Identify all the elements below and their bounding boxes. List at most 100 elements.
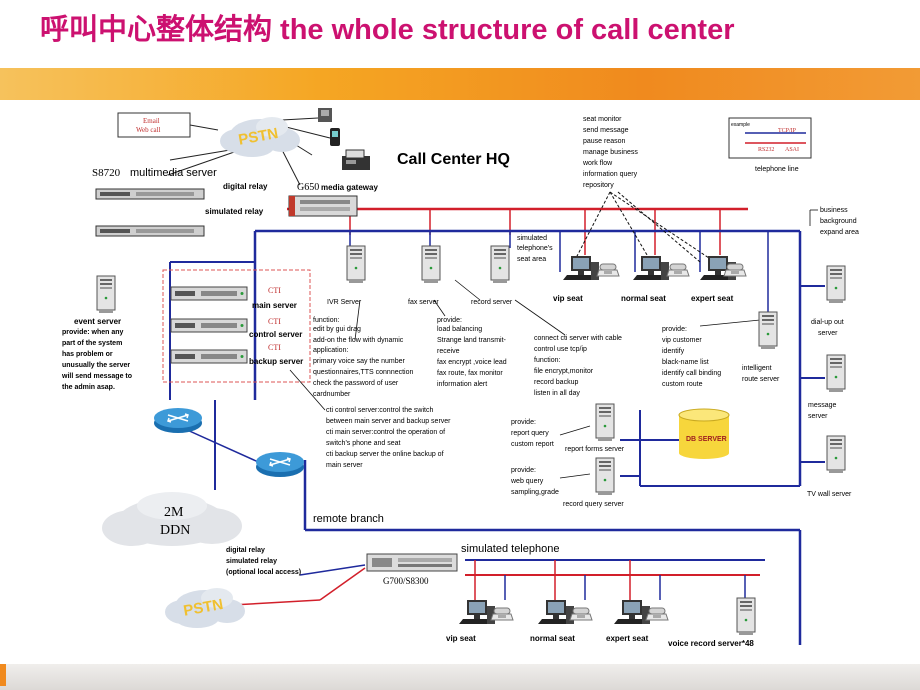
svg-text:vip seat: vip seat	[446, 634, 476, 643]
svg-text:custom route: custom route	[662, 381, 703, 388]
svg-text:listen in all day: listen in all day	[534, 390, 580, 397]
cti-main-server: CTI main server	[170, 286, 297, 310]
svg-text:information query: information query	[583, 171, 638, 178]
svg-text:repository: repository	[583, 182, 614, 189]
web-desc: provide: web query sampling,grade	[510, 467, 559, 496]
route-desc: provide: vip customer identify black-nam…	[662, 326, 721, 388]
svg-text:CTI: CTI	[268, 317, 281, 326]
intelligent-route-server-label: intelligent route server	[742, 365, 780, 383]
page-title: 呼叫中心整体结构 the whole structure of call cen…	[40, 14, 735, 46]
network-lines	[164, 117, 825, 645]
expert-seat-hq: expert seat	[691, 256, 747, 303]
svg-text:questionnaires,TTS connnection: questionnaires,TTS connnection	[313, 369, 413, 376]
svg-text:will send message to: will send message to	[61, 373, 132, 380]
dialup-server-label: dial-up out server	[811, 319, 844, 337]
branch-relay-label: digital relay simulated relay (optional …	[226, 547, 301, 576]
report-desc: provide: report query custom report	[511, 419, 554, 448]
telephone-line-label: telephone line	[755, 166, 799, 173]
fax-machine-icon	[342, 149, 370, 170]
footer-bar	[0, 664, 920, 690]
svg-text:server: server	[808, 413, 828, 420]
g650-label: G650	[297, 182, 319, 193]
g650-gateway-icon	[288, 195, 358, 217]
svg-text:main server: main server	[326, 462, 363, 469]
simulated-seat-area-label: simulated telephone's seat area	[517, 235, 553, 263]
g700-label: G700/S8300	[383, 576, 429, 586]
svg-text:TCP/IP: TCP/IP	[778, 128, 797, 134]
svg-text:vip customer: vip customer	[662, 337, 702, 344]
svg-text:intelligent: intelligent	[742, 365, 772, 372]
message-server-label: message server	[808, 402, 837, 420]
svg-text:record backup: record backup	[534, 379, 578, 386]
simulated-relay-label: simulated relay	[205, 207, 264, 216]
svg-text:unusually the server: unusually the server	[62, 362, 130, 369]
svg-text:black-name list: black-name list	[662, 359, 709, 366]
svg-text:digital relay: digital relay	[226, 547, 265, 554]
svg-text:PSTN: PSTN	[182, 596, 224, 620]
svg-text:cardnumber: cardnumber	[313, 391, 351, 398]
phone-device-icon	[318, 108, 332, 122]
svg-text:server: server	[818, 330, 838, 337]
svg-text:expert seat: expert seat	[606, 634, 649, 643]
svg-text:check the password of user: check the password of user	[313, 380, 399, 387]
voice-record-server-label: voice record server*48	[668, 639, 754, 648]
footer-accent	[0, 664, 6, 686]
svg-text:provide:: provide:	[511, 467, 536, 474]
svg-text:seat monitor: seat monitor	[583, 116, 622, 123]
svg-text:telephone's: telephone's	[517, 245, 553, 252]
svg-text:load balancing: load balancing	[437, 326, 482, 333]
s8720-label: S8720	[92, 167, 121, 179]
svg-text:function:: function:	[534, 357, 561, 364]
router-branch-icon	[255, 451, 305, 478]
connect-desc: connect cti server with cable control us…	[534, 335, 622, 397]
svg-text:manage business: manage business	[583, 149, 638, 156]
svg-text:backup server: backup server	[249, 357, 303, 366]
svg-text:RS232: RS232	[758, 147, 774, 153]
vip-seat-branch: vip seat	[446, 600, 514, 643]
fax-desc: provide: load balancing Strange land tra…	[437, 317, 507, 388]
svg-text:main server: main server	[252, 301, 297, 310]
svg-text:custom report: custom report	[511, 441, 554, 448]
svg-text:fax route, fax monitor: fax route, fax monitor	[437, 370, 503, 377]
normal-seat-hq: normal seat	[621, 256, 690, 303]
svg-text:function:: function:	[313, 317, 340, 324]
svg-text:normal seat: normal seat	[621, 294, 666, 303]
vip-seat-hq: vip seat	[553, 256, 620, 303]
pstn-cloud-branch: PSTN	[165, 588, 245, 628]
svg-text:part of the system: part of the system	[62, 340, 122, 347]
svg-text:example: example	[731, 122, 750, 128]
svg-text:2M: 2M	[164, 505, 184, 520]
svg-text:Strange land transmit-: Strange land transmit-	[437, 337, 507, 344]
svg-text:report query: report query	[511, 430, 549, 437]
svg-text:Email: Email	[143, 117, 160, 125]
cti-control-server: CTI control server	[170, 317, 302, 339]
remote-branch-label: remote branch	[313, 513, 384, 525]
digital-relay-label: digital relay	[223, 182, 268, 191]
svg-text:provide: when any: provide: when any	[62, 329, 124, 336]
record-query-server-icon	[595, 457, 615, 496]
svg-text:control server: control server	[249, 330, 302, 339]
svg-text:between main server and backup: between main server and backup server	[326, 418, 451, 425]
svg-text:identify call binding: identify call binding	[662, 370, 721, 377]
event-server-desc: provide: when any part of the system has…	[61, 329, 132, 391]
svg-text:dial-up out: dial-up out	[811, 319, 844, 326]
svg-text:Web call: Web call	[136, 126, 161, 134]
svg-text:has problem or: has problem or	[62, 351, 113, 358]
svg-text:provide:: provide:	[662, 326, 687, 333]
svg-text:cti backup server the online b: cti backup server the online backup of	[326, 451, 444, 458]
svg-text:receive: receive	[437, 348, 460, 355]
svg-text:route server: route server	[742, 376, 780, 383]
message-server-icon	[826, 354, 846, 393]
svg-text:message: message	[808, 402, 837, 409]
annotation-pointers	[289, 209, 818, 479]
report-forms-server-icon	[595, 403, 615, 442]
svg-text:ASAI: ASAI	[785, 147, 799, 153]
svg-text:expert seat: expert seat	[691, 294, 734, 303]
svg-text:CTI: CTI	[268, 286, 281, 295]
tv-wall-server-icon	[826, 435, 846, 474]
g700-gateway-icon	[366, 553, 458, 572]
svg-text:send message: send message	[583, 127, 629, 134]
event-server-label: event server	[74, 317, 121, 326]
business-area-label: business background expand area	[820, 207, 859, 236]
